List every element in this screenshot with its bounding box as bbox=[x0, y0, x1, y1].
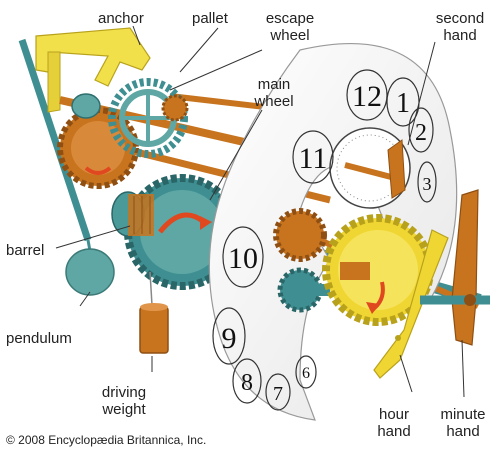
dial-numeral: 6 bbox=[302, 365, 310, 382]
label-minute-hand-line1: minute bbox=[432, 406, 494, 423]
label-pallet: pallet bbox=[192, 10, 228, 27]
dial-numeral: 1 bbox=[396, 88, 410, 119]
label-second-hand-line2: hand bbox=[430, 27, 490, 44]
label-anchor: anchor bbox=[98, 10, 144, 27]
label-escape-wheel-line1: escape bbox=[258, 10, 322, 27]
dial-numeral: 8 bbox=[241, 370, 253, 396]
dial-numeral: 9 bbox=[222, 322, 237, 355]
label-main-wheel: main wheel bbox=[246, 76, 302, 110]
label-second-hand-line1: second bbox=[430, 10, 490, 27]
label-minute-hand: minute hand bbox=[432, 406, 494, 440]
label-main-wheel-line1: main bbox=[246, 76, 302, 93]
dial-numeral: 10 bbox=[228, 242, 258, 275]
front-bronze-gear bbox=[276, 211, 324, 259]
label-escape-wheel: escape wheel bbox=[258, 10, 322, 44]
label-pendulum: pendulum bbox=[6, 330, 72, 347]
label-driving-weight-line1: driving bbox=[92, 384, 156, 401]
dial-numeral: 11 bbox=[299, 142, 328, 175]
label-hour-hand-line1: hour bbox=[370, 406, 418, 423]
label-hour-hand-line2: hand bbox=[370, 423, 418, 440]
label-barrel: barrel bbox=[6, 242, 44, 259]
label-escape-wheel-line2: wheel bbox=[258, 27, 322, 44]
label-second-hand: second hand bbox=[430, 10, 490, 44]
label-main-wheel-line2: wheel bbox=[246, 93, 302, 110]
dial-numeral: 2 bbox=[415, 120, 427, 146]
label-driving-weight: driving weight bbox=[92, 384, 156, 418]
dial-numeral: 7 bbox=[273, 383, 283, 405]
label-driving-weight-line2: weight bbox=[92, 401, 156, 418]
dial-numeral: 3 bbox=[423, 174, 432, 194]
label-minute-hand-line2: hand bbox=[432, 423, 494, 440]
dial-numeral: 12 bbox=[352, 80, 382, 113]
copyright-notice: © 2008 Encyclopædia Britannica, Inc. bbox=[6, 433, 206, 447]
pinion bbox=[163, 96, 187, 120]
label-hour-hand: hour hand bbox=[370, 406, 418, 440]
